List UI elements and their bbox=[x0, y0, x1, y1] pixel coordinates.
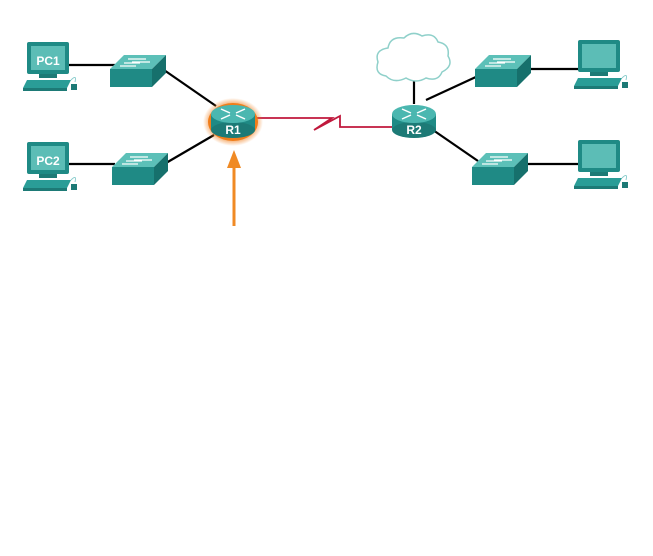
router-r1[interactable]: R1 bbox=[203, 98, 263, 146]
link-switch2-r1 bbox=[165, 134, 215, 164]
switch2[interactable] bbox=[111, 152, 169, 186]
pc4[interactable] bbox=[573, 139, 629, 190]
r1-label: R1 bbox=[225, 123, 241, 137]
pc1-label: PC1 bbox=[36, 54, 60, 68]
switch1[interactable] bbox=[109, 54, 167, 88]
internet-cloud-icon bbox=[376, 32, 451, 82]
serial-link-r1-r2 bbox=[256, 114, 394, 131]
pc2[interactable]: PC2 bbox=[22, 141, 78, 192]
link-switch1-r1 bbox=[163, 69, 217, 107]
r2-label: R2 bbox=[406, 123, 422, 137]
link-r2-switch3 bbox=[425, 75, 479, 101]
pointer-arrow-icon bbox=[227, 150, 241, 226]
pc3[interactable] bbox=[573, 39, 629, 90]
ethernet-links bbox=[68, 63, 582, 166]
switch4[interactable] bbox=[471, 152, 529, 186]
pc1[interactable]: PC1 bbox=[22, 41, 78, 92]
link-r2-switch4 bbox=[432, 129, 479, 162]
pc2-label: PC2 bbox=[36, 154, 60, 168]
router-r2[interactable]: R2 bbox=[391, 104, 437, 139]
switch3[interactable] bbox=[474, 54, 532, 88]
